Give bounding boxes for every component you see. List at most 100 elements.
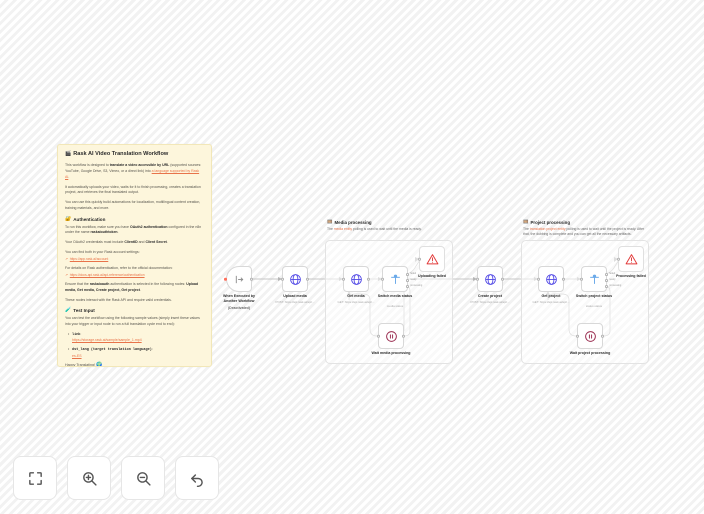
node-label: Uploading failed bbox=[418, 274, 446, 278]
zoom-out-button[interactable] bbox=[121, 456, 165, 500]
node-label: Processing failed bbox=[616, 274, 646, 278]
node-body[interactable] bbox=[377, 323, 405, 349]
node-body[interactable]: failed ready processing bbox=[381, 266, 422, 292]
output-port[interactable] bbox=[501, 277, 504, 281]
workflow-trigger-icon bbox=[235, 275, 243, 283]
input-port[interactable] bbox=[377, 334, 380, 338]
output-port-failed[interactable]: failed bbox=[406, 272, 416, 276]
supported-language-link[interactable]: a language supported by Rask AI bbox=[65, 169, 200, 179]
output-port[interactable] bbox=[402, 334, 405, 338]
group-project-processing-title: 🎞️ Project processing bbox=[523, 219, 570, 225]
node-body[interactable] bbox=[576, 323, 604, 349]
zoom-in-button[interactable] bbox=[67, 456, 111, 500]
output-label-failed: failed bbox=[410, 271, 417, 275]
node-label: Get media bbox=[347, 294, 365, 298]
output-port[interactable] bbox=[367, 277, 370, 281]
node-label: Get project bbox=[541, 294, 561, 298]
node-body[interactable] bbox=[537, 266, 565, 292]
node-upload-media[interactable]: Upload media POST: https://api.rask.ai/a… bbox=[276, 266, 314, 304]
canvas-toolbar bbox=[13, 456, 219, 500]
input-port[interactable] bbox=[537, 277, 540, 281]
node-switch-media-status[interactable]: failed ready processing Switch media sta… bbox=[378, 266, 422, 308]
output-port[interactable] bbox=[250, 277, 253, 281]
group-media-processing-title: 🎞️ Media processing bbox=[327, 219, 372, 225]
node-body[interactable] bbox=[342, 266, 370, 292]
input-port[interactable] bbox=[580, 277, 583, 281]
sticky-auth-1: To run this workflow, make sure you have… bbox=[65, 224, 202, 235]
zoom-to-fit-button[interactable] bbox=[13, 456, 57, 500]
input-port[interactable] bbox=[381, 277, 384, 281]
sticky-footer: Happy Translating! 🌍 bbox=[65, 362, 103, 367]
node-wait-project-processing[interactable]: Wait project processing bbox=[570, 323, 610, 355]
node-body[interactable] bbox=[418, 246, 445, 272]
input-port[interactable] bbox=[617, 257, 620, 261]
node-switch-project-status[interactable]: failed ready processing Switch project s… bbox=[576, 266, 621, 308]
input-port[interactable] bbox=[418, 257, 421, 261]
node-state-badge: (Deactivated) bbox=[228, 306, 250, 310]
output-label-processing: processing bbox=[609, 283, 622, 287]
node-uploading-failed[interactable]: Uploading failed bbox=[418, 246, 446, 278]
sticky-test-text: You can test the workflow using the foll… bbox=[65, 316, 200, 327]
link-arrow-icon: ↗ bbox=[65, 256, 68, 261]
clapperboard-icon: 🎬 bbox=[65, 151, 72, 158]
globe-emoji-icon: 🌍 bbox=[95, 362, 103, 367]
node-body[interactable] bbox=[617, 246, 644, 272]
node-wait-media-processing[interactable]: Wait media processing bbox=[371, 323, 411, 355]
node-get-project[interactable]: Get project GET: https://api.rask.ai/api… bbox=[533, 266, 569, 304]
node-body[interactable] bbox=[224, 266, 253, 292]
sticky-note[interactable]: 🎬 Rask AI Video Translation Workflow Thi… bbox=[57, 144, 212, 367]
node-label: Switch project status bbox=[575, 294, 613, 298]
node-body[interactable]: failed ready processing bbox=[580, 266, 621, 292]
input-port[interactable] bbox=[576, 334, 579, 338]
test-input-list: link: https://storage.rask.ai/sample/sam… bbox=[68, 332, 204, 359]
output-port-ready[interactable]: ready bbox=[605, 278, 615, 282]
trigger-status-dot bbox=[224, 277, 227, 281]
reset-zoom-button[interactable] bbox=[175, 456, 219, 500]
output-port-failed[interactable]: failed bbox=[605, 272, 615, 276]
node-subtitle: POST: https://api.rask.ai/api/... bbox=[275, 300, 315, 304]
node-label: Switch media status bbox=[377, 294, 413, 298]
wait-pause-icon bbox=[584, 330, 596, 342]
test-tube-icon: 🧪 bbox=[65, 307, 72, 314]
group-media-processing-subtitle: The media entity polling is used to wait… bbox=[327, 227, 422, 231]
sticky-link-2-label: For details on Rask authentication, refe… bbox=[65, 265, 173, 270]
link-arrow-icon: ↗ bbox=[65, 272, 68, 277]
node-subtitle: GET: https://api.rask.ai/api/... bbox=[532, 300, 570, 304]
sticky-auth-2: Your OAuth2 credentials must include Cli… bbox=[65, 240, 168, 245]
globe-icon bbox=[545, 273, 557, 285]
input-port[interactable] bbox=[281, 277, 284, 281]
zoom-in-icon bbox=[82, 471, 97, 486]
sticky-link-1-label: You can find both in your Rask account s… bbox=[65, 249, 140, 254]
sticky-test-heading: 🧪 Test Input bbox=[65, 307, 95, 314]
undo-arrow-icon bbox=[190, 473, 203, 487]
output-port-processing[interactable]: processing bbox=[406, 284, 422, 288]
node-subtitle: status.status bbox=[585, 304, 603, 308]
node-processing-failed[interactable]: Processing failed bbox=[616, 246, 646, 278]
output-port[interactable] bbox=[601, 334, 604, 338]
rask-docs-link[interactable]: ↗ https://docs-api.rask.ai/api-reference… bbox=[65, 272, 145, 277]
node-label: Create project bbox=[477, 294, 503, 298]
output-port[interactable] bbox=[562, 277, 565, 281]
zoom-out-icon bbox=[136, 471, 151, 486]
input-port[interactable] bbox=[342, 277, 345, 281]
switch-icon bbox=[390, 274, 400, 284]
node-subtitle: POST: https://api.rask.ai/api/... bbox=[470, 300, 510, 304]
node-body[interactable] bbox=[476, 266, 504, 292]
output-port-processing[interactable]: processing bbox=[605, 284, 621, 288]
node-create-project[interactable]: Create project POST: https://api.rask.ai… bbox=[471, 266, 509, 304]
output-port-ready[interactable]: ready bbox=[406, 278, 416, 282]
stop-error-icon bbox=[625, 253, 637, 264]
output-port[interactable] bbox=[306, 277, 309, 281]
film-icon: 🎞️ bbox=[523, 219, 529, 224]
node-when-executed-by-another-workflow[interactable]: When Executed by Another Workflow (Deact… bbox=[223, 266, 255, 310]
input-port[interactable] bbox=[476, 277, 479, 281]
list-item: link: https://storage.rask.ai/sample/sam… bbox=[68, 332, 204, 344]
sample-link-value[interactable]: https://storage.rask.ai/sample/sample_1.… bbox=[72, 338, 142, 343]
node-get-media[interactable]: Get media GET: https://api.rask.ai/api/.… bbox=[338, 266, 374, 304]
node-body[interactable] bbox=[281, 266, 309, 292]
rask-account-link[interactable]: ↗ https://app.rask.ai/account bbox=[65, 256, 109, 261]
globe-icon bbox=[350, 273, 362, 285]
switch-icon bbox=[589, 274, 599, 284]
group-project-processing-subtitle: The translation project entity polling i… bbox=[523, 227, 645, 237]
